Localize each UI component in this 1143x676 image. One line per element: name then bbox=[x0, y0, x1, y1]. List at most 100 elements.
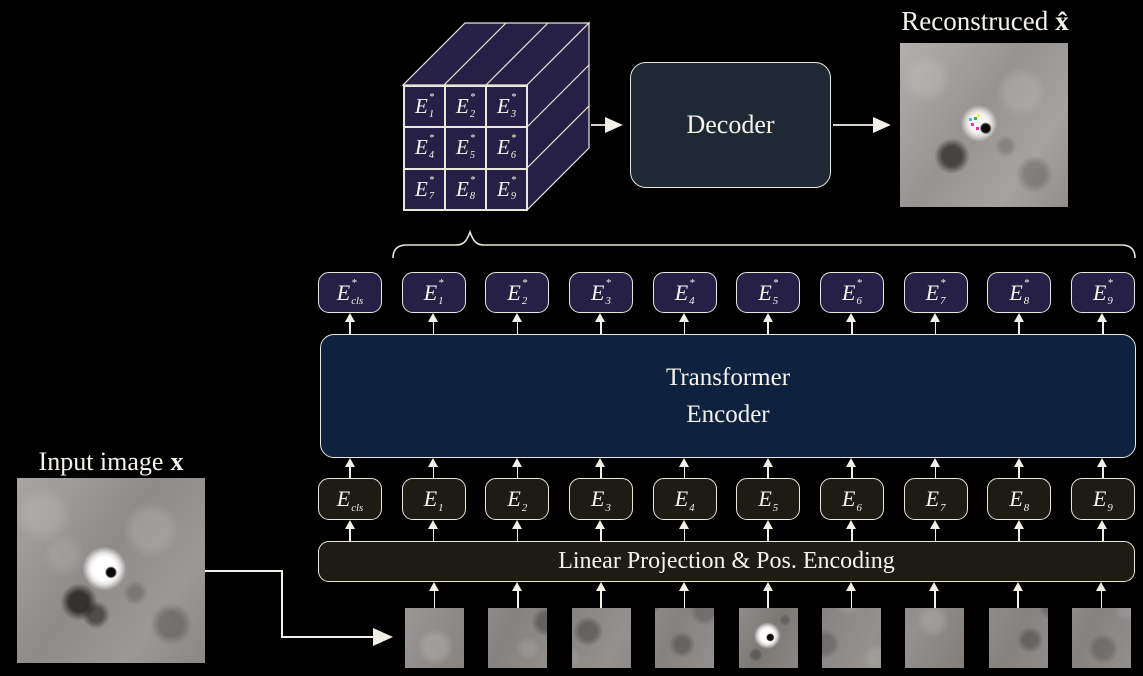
up-arrow bbox=[930, 313, 941, 334]
cube-cell: E*8 bbox=[445, 168, 486, 210]
patch-slot bbox=[988, 582, 1048, 668]
token-label: E*7 bbox=[925, 277, 946, 308]
token-box: E*9 bbox=[1070, 272, 1135, 313]
up-arrow bbox=[511, 520, 523, 541]
token-label: E*2 bbox=[507, 277, 528, 308]
up-arrow bbox=[1013, 458, 1025, 478]
up-arrow bbox=[929, 582, 940, 608]
cube-cell: E*7 bbox=[404, 168, 445, 210]
cube-cell-label: E*2 bbox=[455, 92, 476, 120]
up-arrow bbox=[1013, 313, 1025, 334]
token-label: E*8 bbox=[1009, 277, 1030, 308]
linear-projection-bar: Linear Projection & Pos. Encoding bbox=[318, 541, 1135, 582]
cube-cell-label: E*9 bbox=[496, 174, 517, 203]
up-arrow bbox=[429, 582, 440, 608]
token-box: E*cls bbox=[318, 272, 382, 313]
patch-slot bbox=[405, 582, 464, 668]
token-label: E*5 bbox=[758, 277, 779, 308]
image-patch bbox=[738, 608, 798, 668]
up-arrow bbox=[762, 520, 774, 541]
patch-row bbox=[405, 582, 1131, 668]
up-arrow bbox=[344, 520, 356, 541]
up-arrow bbox=[679, 313, 690, 334]
up-arrow bbox=[595, 582, 607, 608]
encoded-token: E*2 bbox=[485, 272, 550, 334]
encoded-token: E*cls bbox=[318, 272, 382, 334]
patch-slot bbox=[571, 582, 631, 668]
x-symbol: x bbox=[170, 447, 184, 476]
image-patch bbox=[821, 608, 881, 668]
encoded-token: E*1 bbox=[401, 272, 466, 334]
token-box: E*6 bbox=[819, 272, 884, 313]
cube-cell-label: E*4 bbox=[414, 133, 435, 162]
brace bbox=[392, 229, 1136, 259]
cube-cell-label: E*7 bbox=[414, 174, 435, 203]
up-arrow bbox=[1097, 520, 1108, 541]
cube-cell-label: E*6 bbox=[496, 133, 517, 162]
token-box: E*2 bbox=[485, 272, 550, 313]
patch-slot bbox=[488, 582, 548, 668]
cube-cell-label: E*8 bbox=[455, 174, 476, 203]
encoder-label: Transformer Encoder bbox=[665, 363, 791, 429]
latent-cube: E*1 E*2 E*3 E*4 E*5 E*6 E*7 bbox=[403, 85, 528, 211]
token-label: E*9 bbox=[1092, 277, 1113, 308]
patch-slot bbox=[738, 582, 798, 668]
up-arrow bbox=[428, 458, 439, 478]
token-label: E*4 bbox=[674, 277, 695, 308]
up-arrow bbox=[511, 313, 523, 334]
decoder-label: Decoder bbox=[686, 110, 775, 139]
up-arrow bbox=[511, 458, 523, 478]
x-hat-symbol: x̂ bbox=[1055, 6, 1069, 36]
patch-slot bbox=[655, 582, 715, 668]
up-arrow bbox=[846, 520, 857, 541]
token-box: E*7 bbox=[903, 272, 968, 313]
token-box: E*8 bbox=[987, 272, 1052, 313]
token-box: E*1 bbox=[401, 272, 466, 313]
up-arrow bbox=[930, 458, 941, 478]
projection-label: Linear Projection & Pos. Encoding bbox=[558, 548, 895, 574]
token-label: E*1 bbox=[423, 277, 444, 308]
encoded-token: E*3 bbox=[568, 272, 633, 334]
token-label: E*6 bbox=[842, 277, 862, 308]
up-arrow bbox=[762, 458, 774, 478]
encoded-token-row: E*cls E*1 E*2 E*3 bbox=[318, 272, 1135, 334]
encoded-token: E*4 bbox=[652, 272, 717, 334]
input-image bbox=[17, 478, 205, 663]
artifact-pixel bbox=[973, 116, 977, 120]
image-patch bbox=[488, 608, 548, 668]
up-arrow bbox=[846, 313, 857, 334]
reconstructed-image bbox=[900, 43, 1068, 207]
up-arrow bbox=[1013, 520, 1025, 541]
encoded-token: E*7 bbox=[903, 272, 968, 334]
image-patch bbox=[405, 608, 464, 668]
transformer-encoder-box: Transformer Encoder bbox=[320, 334, 1136, 458]
encoded-token: E*9 bbox=[1070, 272, 1135, 334]
up-arrow bbox=[679, 458, 690, 478]
token-label: E*3 bbox=[591, 277, 611, 308]
up-arrow bbox=[679, 582, 690, 608]
input-to-patches-arrow bbox=[205, 570, 393, 646]
cube-cell: E*3 bbox=[486, 86, 527, 128]
image-patch bbox=[655, 608, 715, 668]
artifact-pixel bbox=[975, 126, 979, 130]
up-arrow bbox=[762, 313, 774, 334]
